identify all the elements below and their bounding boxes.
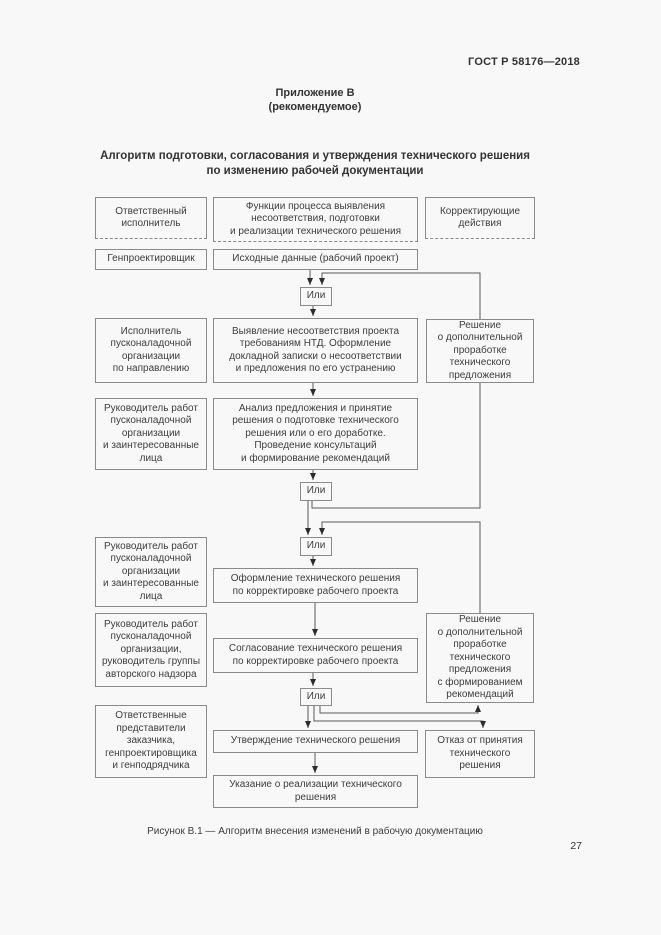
- role-box-customer-representatives: Ответственные представители заказчика, г…: [95, 705, 207, 778]
- page-title: Алгоритм подготовки, согласования и утве…: [100, 150, 530, 177]
- corrective-box-additional-elaboration-recommendations: Решение о дополнительной проработке техн…: [426, 613, 534, 703]
- column-header-corrective-actions: Корректирующие действия: [425, 197, 535, 239]
- process-box-technical-solution-coordination: Согласование технического решения по кор…: [213, 638, 418, 673]
- role-box-works-manager-stakeholders-2: Руководитель работ пусконаладочной орган…: [95, 537, 207, 607]
- feedback-decision2-to-or3: [319, 521, 481, 613]
- process-box-initial-data: Исходные данные (рабочий проект): [213, 249, 418, 270]
- process-box-proposal-analysis: Анализ предложения и принятие решения о …: [213, 398, 418, 470]
- feedback-or2-to-or1-via-decision1: [311, 272, 481, 509]
- column-header-responsible-executor: Ответственный исполнитель: [95, 197, 207, 239]
- page-number: 27: [570, 840, 582, 852]
- process-box-implementation-instruction: Указание о реализации технического решен…: [213, 775, 418, 808]
- corrective-box-rejection: Отказ от принятия технического решения: [425, 730, 535, 778]
- appendix-heading: Приложение В (рекомендуемое): [268, 87, 362, 113]
- figure-caption: Рисунок В.1 — Алгоритм внесения изменени…: [147, 826, 483, 837]
- arrow-or4-to-decision2: [319, 705, 481, 714]
- process-box-technical-solution-drafting: Оформление технического решения по корре…: [213, 568, 418, 603]
- arrow-or4-to-reject: [313, 706, 486, 728]
- process-box-nonconformity-detection: Выявление несоответствия проекта требова…: [213, 318, 418, 383]
- role-box-commissioning-executor: Исполнитель пусконаладочной организации …: [95, 318, 207, 383]
- role-box-general-designer: Генпроектировщик: [95, 249, 207, 270]
- standard-number: ГОСТ Р 58176—2018: [468, 56, 580, 68]
- role-box-works-manager-stakeholders-1: Руководитель работ пусконаладочной орган…: [95, 398, 207, 470]
- role-box-works-manager-supervision: Руководитель работ пусконаладочной орган…: [95, 613, 207, 687]
- corrective-box-additional-elaboration: Решение о дополнительной проработке техн…: [426, 319, 534, 383]
- or-gate-4: Или: [300, 688, 332, 706]
- or-gate-1: Или: [300, 287, 332, 306]
- or-gate-2: Или: [300, 482, 332, 501]
- or-gate-3: Или: [300, 537, 332, 556]
- process-box-technical-solution-approval: Утверждение технического решения: [213, 730, 418, 753]
- column-header-process-functions: Функции процесса выявления несоответстви…: [213, 197, 418, 242]
